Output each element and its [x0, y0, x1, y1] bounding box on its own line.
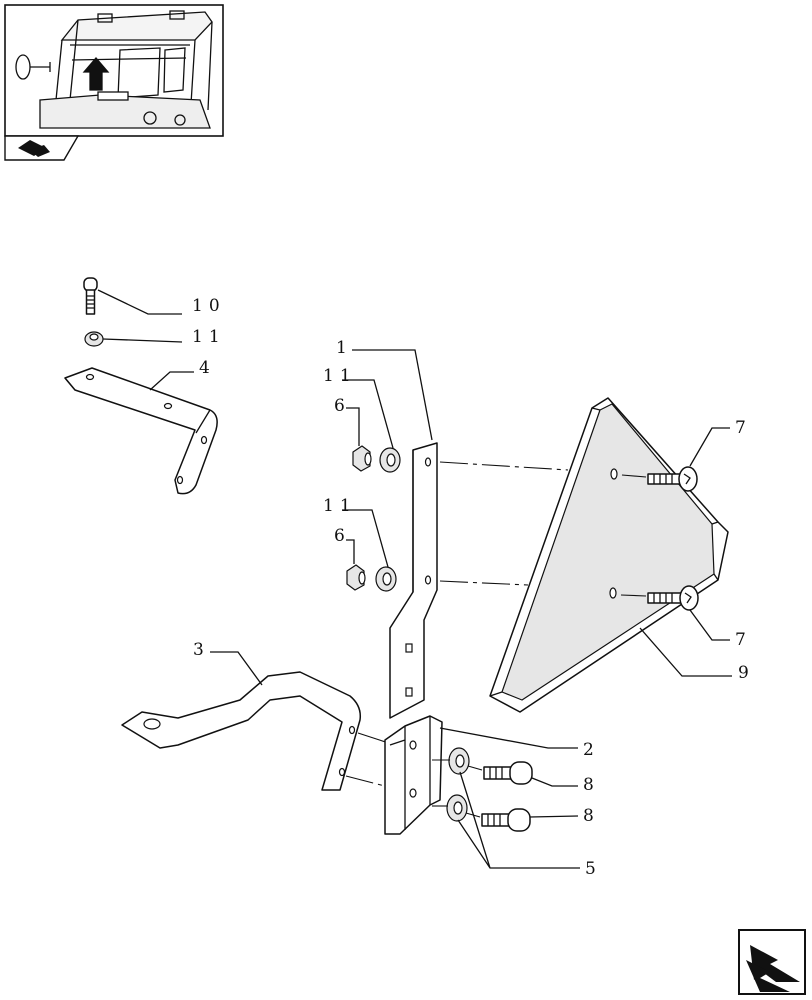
callout-1: 1: [336, 338, 353, 358]
washer-part-5-upper: [448, 747, 470, 775]
callout-5: 5: [585, 859, 602, 879]
callout-6-lower: 6: [334, 526, 351, 546]
screw-part-7-lower: [647, 585, 699, 611]
callout-11-upper: 11: [323, 366, 357, 386]
callout-8-upper: 8: [583, 775, 600, 795]
callout-3: 3: [193, 640, 210, 660]
callout-10: 10: [192, 296, 226, 316]
reference-arrow-icon: [4, 135, 80, 161]
screw-part-7-upper: [647, 466, 698, 492]
callout-4: 4: [199, 358, 216, 378]
tractor-cab-locator-icon: [15, 10, 213, 129]
washer-part-11-lower: [375, 566, 397, 592]
callout-8-lower: 8: [583, 806, 600, 826]
nut-part-6-lower: [346, 564, 366, 591]
locator-thumbnail: [4, 4, 224, 137]
next-page-arrow-icon[interactable]: [738, 929, 806, 995]
washer-part-5-lower: [446, 794, 468, 822]
callout-11-lower: 11: [323, 496, 357, 516]
washer-part-11-top: [84, 331, 104, 347]
callout-7-upper: 7: [735, 418, 752, 438]
callout-7-lower: 7: [735, 630, 752, 650]
callout-6-upper: 6: [334, 396, 351, 416]
warning-triangle-part-9: [489, 397, 729, 713]
callout-2: 2: [583, 740, 600, 760]
nut-part-6-upper: [352, 445, 372, 472]
callout-11-top: 11: [192, 327, 226, 347]
washer-part-11-upper: [379, 447, 401, 473]
bolt-part-8-lower: [481, 808, 531, 832]
mounting-strap-part-1: [389, 442, 438, 719]
angle-bracket-part-4: [64, 367, 218, 495]
bolt-part-8-upper: [483, 761, 533, 785]
bolt-part-10: [83, 277, 98, 315]
u-clamp-part-2: [384, 715, 443, 835]
offset-bracket-part-3: [121, 671, 362, 791]
callout-9: 9: [738, 663, 755, 683]
